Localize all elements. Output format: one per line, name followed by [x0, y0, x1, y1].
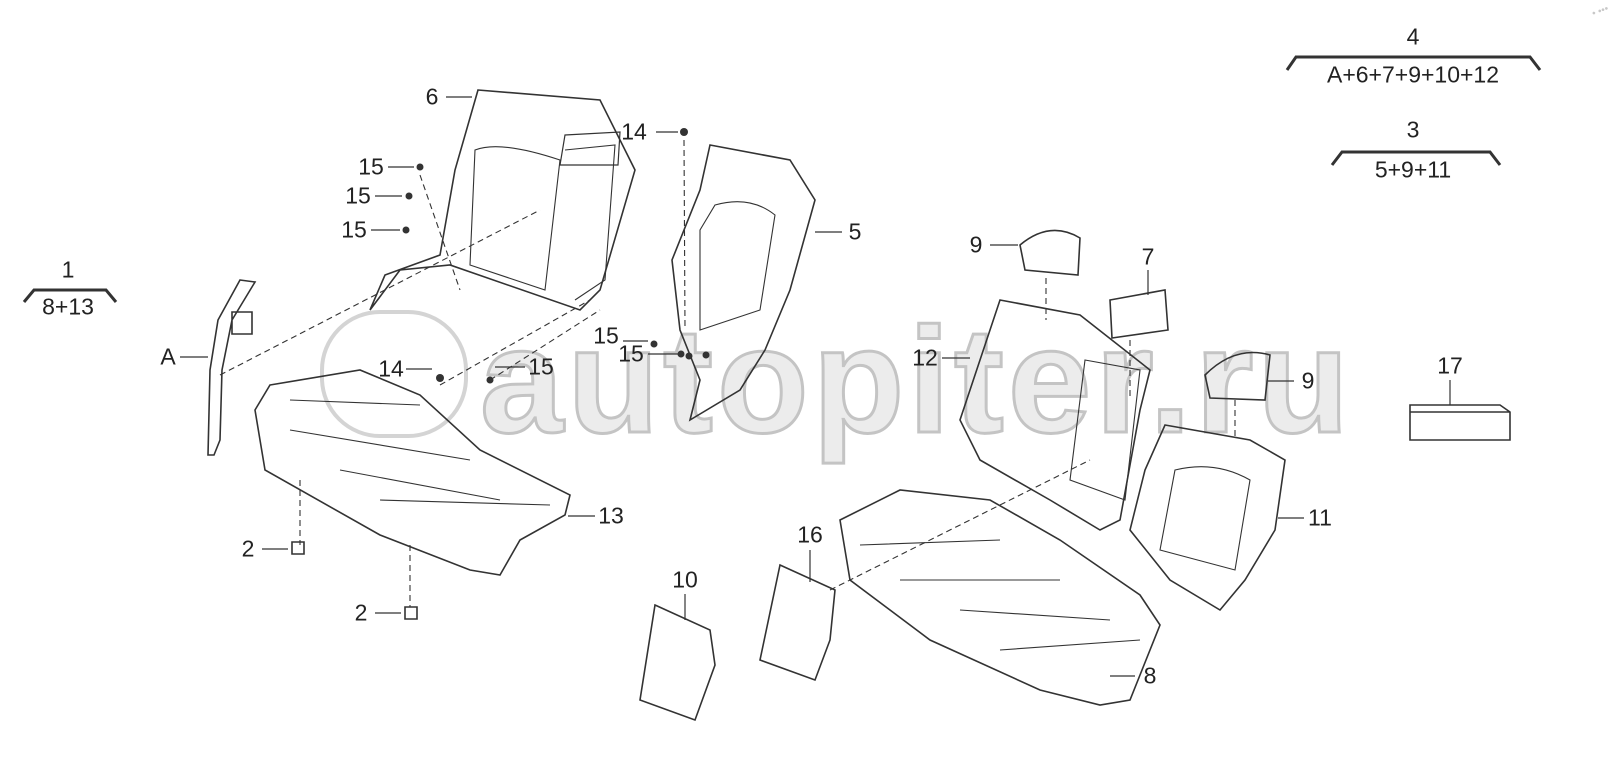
clip-part-2-a	[291, 541, 305, 555]
callout-15: 15	[593, 322, 619, 349]
callout-15: 15	[345, 182, 371, 209]
fasteners	[402, 128, 710, 384]
backrest-5-detail	[699, 201, 776, 331]
clip-part-2-b	[404, 606, 418, 620]
headrest-part-9-b	[1204, 351, 1271, 401]
callout-14: 14	[621, 118, 647, 145]
callout-9: 9	[969, 231, 983, 258]
bracket-3	[1330, 150, 1502, 166]
callout-14: 14	[378, 355, 404, 382]
headrest-on-6	[559, 131, 621, 166]
leader-lines	[180, 96, 1451, 677]
callout-15: 15	[528, 353, 554, 380]
assembly-4-number: 4	[1406, 23, 1420, 50]
assembly-3-composition: 5+9+11	[1374, 156, 1452, 183]
watermark-logo	[320, 310, 468, 438]
backrest-part-6	[369, 89, 636, 311]
callout-6: 6	[425, 83, 439, 110]
callout-15: 15	[358, 153, 384, 180]
callout-A: A	[160, 343, 176, 370]
backrest-12-detail	[1069, 359, 1141, 501]
bracket-4	[1285, 55, 1542, 71]
callout-16: 16	[797, 521, 823, 548]
callout-7: 7	[1141, 243, 1155, 270]
callout-12: 12	[912, 344, 938, 371]
backrest-11-detail	[1159, 466, 1251, 571]
seatbelt-part-A	[207, 279, 257, 456]
backrest-6-detail	[469, 144, 616, 301]
headrest-part-7	[1109, 289, 1169, 339]
part-17	[1409, 404, 1511, 441]
callout-17: 17	[1437, 352, 1463, 379]
panel-part-10	[639, 603, 716, 722]
callout-9: 9	[1301, 367, 1315, 394]
backrest-part-12	[959, 299, 1151, 531]
callout-15: 15	[618, 340, 644, 367]
panel-part-16	[759, 563, 836, 682]
callout-8: 8	[1143, 662, 1157, 689]
assembly-1-number: 1	[61, 256, 75, 283]
callout-10: 10	[672, 566, 698, 593]
callout-2: 2	[241, 535, 255, 562]
callout-5: 5	[848, 218, 862, 245]
cushion-part-8	[839, 489, 1161, 706]
headrest-part-9-a	[1019, 229, 1081, 276]
backrest-part-11	[1129, 424, 1286, 612]
callout-15: 15	[341, 216, 367, 243]
cushion-8-seams	[859, 539, 1141, 651]
callout-2: 2	[354, 599, 368, 626]
backrest-part-5	[671, 144, 816, 422]
cushion-part-13	[254, 369, 571, 576]
callout-11: 11	[1308, 504, 1332, 531]
watermark: autopiter.ru	[478, 296, 1354, 464]
callout-13: 13	[598, 502, 624, 529]
bracket-1	[22, 288, 118, 303]
assembly-lines	[219, 139, 1236, 607]
cushion-13-seams	[289, 399, 551, 506]
assembly-4-composition: A+6+7+9+10+12	[1326, 61, 1500, 88]
assembly-1-composition: 8+13	[42, 293, 94, 320]
assembly-3-number: 3	[1406, 116, 1420, 143]
